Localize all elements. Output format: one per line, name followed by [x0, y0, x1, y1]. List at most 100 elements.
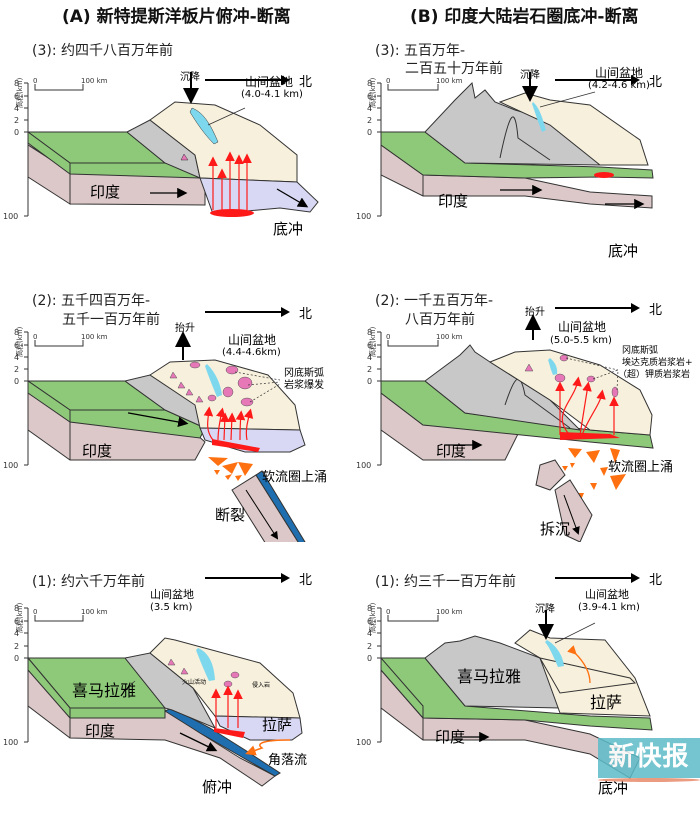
svg-text:100: 100 [356, 738, 371, 747]
svg-text:0: 0 [14, 128, 19, 137]
north-arrow: 北 [555, 72, 675, 90]
svg-text:0: 0 [367, 128, 372, 137]
magma-pool [212, 439, 260, 452]
svg-text:4: 4 [367, 629, 372, 638]
panel-title: (3): 约四千八百万年前 [32, 43, 173, 59]
svg-text:沉降: 沉降 [180, 70, 200, 83]
svg-text:印度: 印度 [435, 728, 465, 746]
svg-text:(4.4-4.6km): (4.4-4.6km) [222, 347, 281, 358]
svg-text:拉萨: 拉萨 [590, 693, 622, 712]
svg-text:冈底斯弧: 冈底斯弧 [622, 344, 658, 356]
panel-title-line-2: 五千一百万年前 [62, 312, 160, 328]
svg-text:100 km: 100 km [436, 608, 463, 616]
svg-text:6: 6 [14, 617, 19, 626]
asthenosphere-upwelling [208, 457, 253, 481]
svg-text:6: 6 [367, 92, 372, 101]
watermark-logo: 新快报 [598, 738, 700, 782]
north-arrow: 北 [555, 300, 675, 318]
svg-text:俯冲: 俯冲 [202, 778, 232, 796]
svg-text:高程(km): 高程(km) [368, 77, 377, 108]
svg-text:0: 0 [386, 77, 390, 85]
svg-text:8: 8 [367, 79, 372, 88]
svg-text:软流圈上涌: 软流圈上涌 [608, 460, 673, 475]
svg-text:山间盆地: 山间盆地 [245, 75, 293, 89]
svg-text:岩浆爆发: 岩浆爆发 [284, 378, 324, 391]
svg-text:8: 8 [14, 79, 19, 88]
panel-title-line-2: 八百万年前 [405, 312, 475, 328]
svg-text:软流圈上涌: 软流圈上涌 [262, 470, 327, 485]
lake [205, 364, 222, 397]
svg-text:印度: 印度 [90, 183, 120, 201]
column-title-a: (A) 新特提斯洋板片俯冲-断离 [62, 7, 291, 27]
north-label: 北 [299, 307, 313, 322]
svg-text:100 km: 100 km [436, 77, 463, 85]
svg-text:(4.0-4.1 km): (4.0-4.1 km) [241, 89, 303, 100]
svg-text:2: 2 [367, 365, 372, 374]
svg-text:山间盆地: 山间盆地 [585, 587, 629, 601]
svg-text:8: 8 [14, 604, 19, 613]
svg-text:高程(km): 高程(km) [15, 77, 24, 108]
svg-text:0: 0 [367, 654, 372, 663]
svg-text:8: 8 [14, 328, 19, 337]
svg-text:沉降: 沉降 [520, 68, 540, 81]
svg-text:8: 8 [367, 328, 372, 337]
svg-text:拉萨: 拉萨 [262, 716, 292, 734]
svg-text:抬升: 抬升 [175, 321, 195, 334]
svg-text:(4.2-4.6 km): (4.2-4.6 km) [588, 80, 650, 91]
svg-text:印度: 印度 [85, 722, 115, 740]
svg-text:0: 0 [14, 377, 19, 386]
svg-text:0: 0 [386, 608, 390, 616]
svg-text:0: 0 [367, 377, 372, 386]
lake [196, 648, 215, 681]
svg-text:0: 0 [33, 333, 37, 341]
svg-text:2: 2 [14, 365, 19, 374]
panel-title-line-1: (3): 五百万年- [375, 43, 466, 59]
svg-text:底冲: 底冲 [608, 242, 638, 260]
north-label: 北 [649, 303, 663, 318]
svg-text:高程(km): 高程(km) [15, 602, 24, 633]
svg-text:0: 0 [33, 608, 37, 616]
svg-text:高程(km): 高程(km) [15, 326, 24, 357]
svg-text:0: 0 [14, 654, 19, 663]
svg-text:2: 2 [14, 642, 19, 651]
svg-text:4: 4 [14, 353, 19, 362]
lhasa-block [149, 637, 301, 719]
svg-text:山间盆地: 山间盆地 [595, 66, 643, 80]
svg-text:沉降: 沉降 [535, 602, 555, 615]
svg-text:100: 100 [356, 461, 371, 470]
svg-text:(3.5 km): (3.5 km) [150, 602, 193, 613]
watermark-text: 新快报 [608, 742, 690, 772]
svg-text:4: 4 [367, 104, 372, 113]
svg-text:6: 6 [367, 341, 372, 350]
panel-title-line-1: (2): 五千四百万年- [32, 293, 151, 309]
svg-text:（超）钾质岩浆岩: （超）钾质岩浆岩 [618, 368, 690, 380]
volcano-icon [180, 153, 189, 161]
svg-text:喜马拉雅: 喜马拉雅 [72, 681, 136, 700]
north-arrow: 北 [205, 72, 325, 90]
svg-text:100: 100 [3, 738, 18, 747]
asthenosphere-upwelling [562, 448, 626, 500]
svg-text:100: 100 [3, 212, 18, 221]
svg-text:印度: 印度 [436, 442, 466, 460]
svg-text:6: 6 [14, 92, 19, 101]
elevation-axis: 8 6 4 2 0 100 高程(km) [3, 77, 29, 221]
panel-b2: (2): 一千五百万年- 八百万年前 北 8 6 4 2 0 100 高程(km… [350, 280, 700, 542]
svg-text:2: 2 [367, 116, 372, 125]
svg-text:埃达克质岩浆岩+: 埃达克质岩浆岩+ [622, 356, 693, 368]
svg-text:印度: 印度 [438, 192, 468, 210]
svg-text:印度: 印度 [82, 442, 112, 460]
magma-pool [214, 728, 245, 738]
magma-pool [210, 209, 254, 217]
svg-text:拆沉: 拆沉 [540, 520, 570, 538]
svg-text:喜马拉雅: 喜马拉雅 [457, 667, 521, 686]
svg-text:山间盆地: 山间盆地 [150, 587, 194, 601]
svg-text:6: 6 [14, 341, 19, 350]
svg-text:(3.9-4.1 km): (3.9-4.1 km) [578, 602, 640, 613]
svg-text:4: 4 [14, 629, 19, 638]
svg-text:100 km: 100 km [81, 77, 108, 85]
svg-text:4: 4 [367, 353, 372, 362]
